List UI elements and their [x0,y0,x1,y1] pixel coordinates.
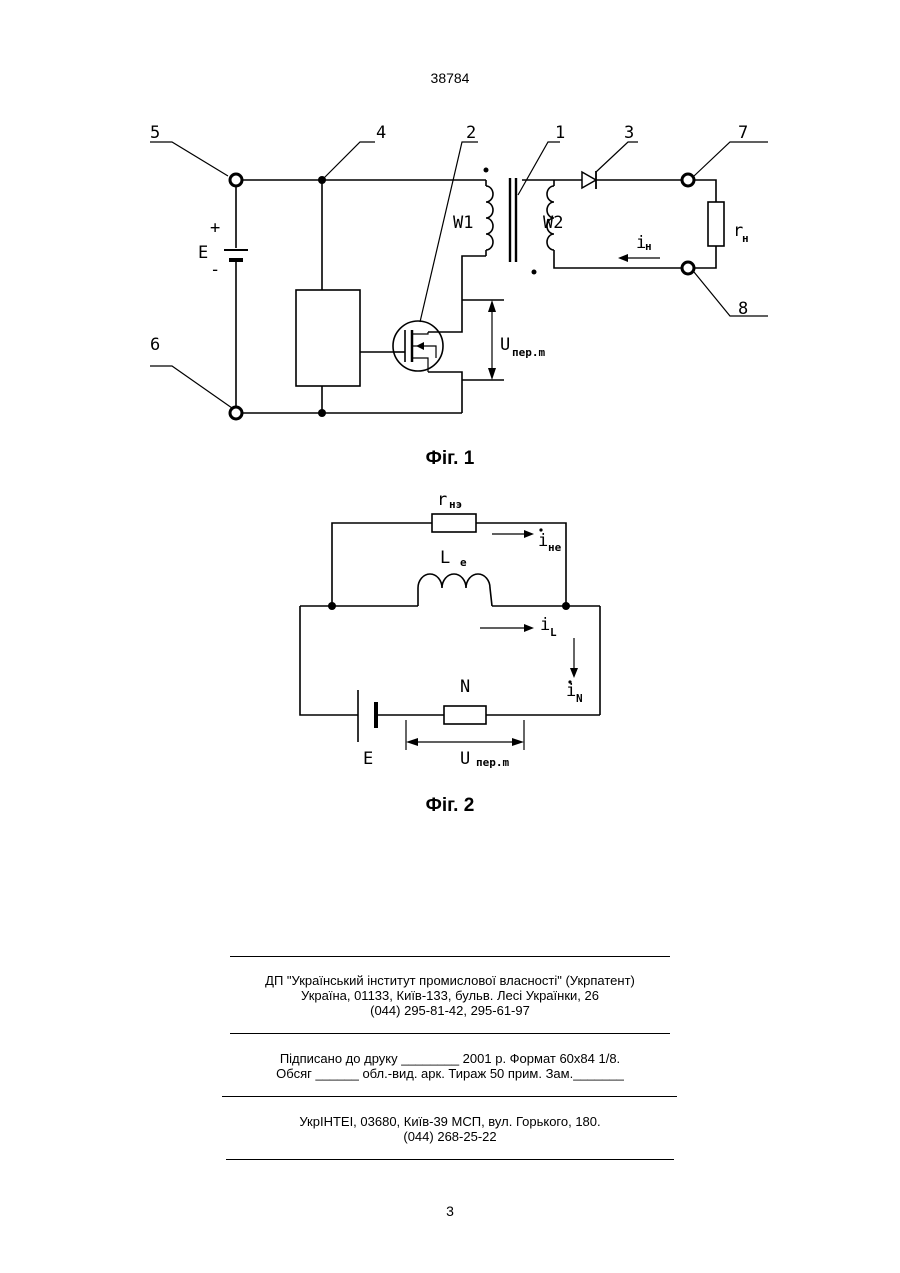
label-i-top: i [538,531,548,551]
publisher-phone: (044) 295-81-42, 295-61-97 [0,1003,900,1018]
printer-address: УкрІНТЕІ, 03680, Київ-39 МСП, вул. Горьк… [0,1114,900,1129]
label-i-mid: i [540,615,550,635]
inductor-le [418,574,492,606]
resistor-r-ne [432,514,476,532]
print-signed-line: Підписано до друку ________ 2001 р. Форм… [0,1051,900,1066]
divider-line [226,1159,674,1160]
figure-2-caption: Фіг. 2 [0,795,900,817]
current-arrow-right [570,638,578,678]
current-arrow-mid [480,624,534,632]
label-r-ne: r [437,490,447,510]
label-i-right-sub: N [576,692,583,705]
label-voltage-u: U [460,749,470,769]
printer-block: УкрІНТЕІ, 03680, Київ-39 МСП, вул. Горьк… [0,1114,900,1144]
divider-line [230,1033,670,1034]
label-r-ne-sub: нэ [449,498,462,511]
label-i-mid-sub: L [550,626,557,639]
label-resistor-n: N [460,677,470,697]
current-arrow-top [492,530,534,538]
divider-line [222,1096,677,1097]
publisher-name: ДП "Український інститут промислової вла… [0,973,900,988]
junction-dot [562,602,570,610]
label-source-e: E [363,749,373,769]
label-i-top-sub: не [548,541,562,554]
printer-phone: (044) 268-25-22 [0,1129,900,1144]
label-inductor-l: L [440,548,450,568]
label-inductor-sub: e [460,556,467,569]
label-voltage-sub: пер.m [476,756,509,769]
battery-symbol-e [358,690,376,742]
label-i-right: i [566,681,576,701]
figure-2-circuit: r нэ i не L e i L i N N E U пер.m [0,0,900,790]
publisher-block: ДП "Український інститут промислової вла… [0,973,900,1018]
junction-dot [328,602,336,610]
resistor-n [444,706,486,724]
divider-line [230,956,670,957]
page-number: 3 [0,1203,900,1219]
print-info-block: Підписано до друку ________ 2001 р. Форм… [0,1051,900,1081]
print-volume-line: Обсяг ______ обл.-вид. арк. Тираж 50 при… [0,1066,900,1081]
publisher-address: Україна, 01133, Київ-133, бульв. Лесі Ук… [0,988,900,1003]
